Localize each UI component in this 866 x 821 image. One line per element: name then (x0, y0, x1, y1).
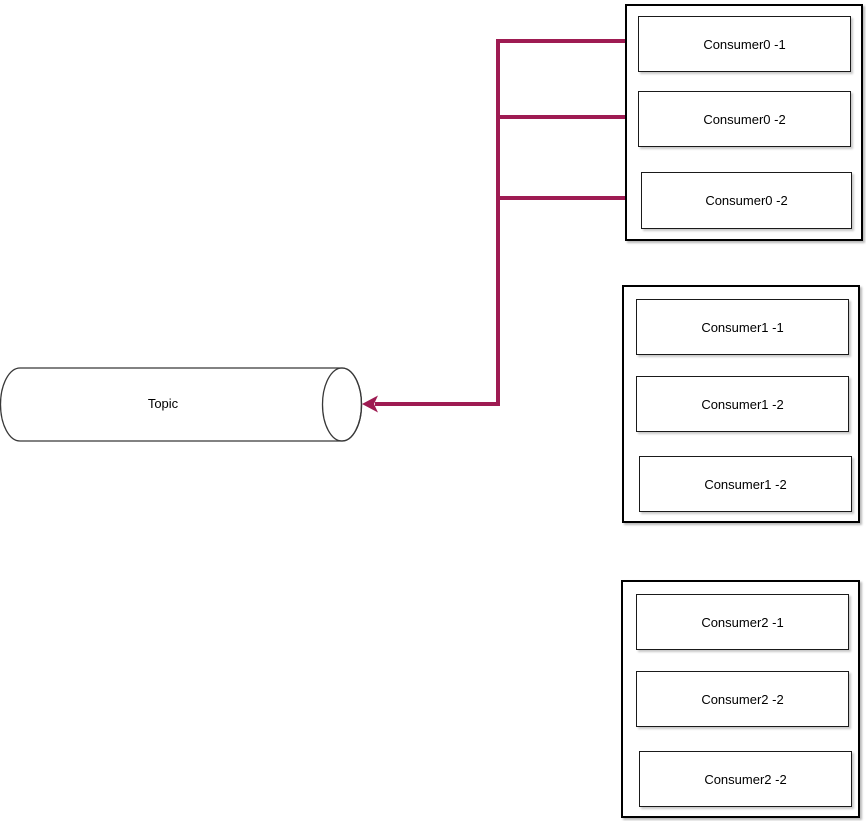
consumer-node: Consumer1 -1 (636, 299, 849, 355)
consumer-node: Consumer2 -2 (636, 671, 849, 727)
connector-main-line (375, 39, 637, 406)
consumer-node: Consumer2 -2 (639, 751, 852, 807)
connector-arrowhead (362, 395, 378, 413)
consumer-node: Consumer1 -2 (636, 376, 849, 432)
consumer-node: Consumer2 -1 (636, 594, 849, 650)
consumer-group-2: Consumer2 -1 Consumer2 -2 Consumer2 -2 (621, 580, 860, 818)
consumer-node-label: Consumer1 -2 (704, 476, 787, 492)
consumer-node-label: Consumer2 -2 (701, 691, 784, 707)
consumer-group-0: Consumer0 -1 Consumer0 -2 Consumer0 -2 (625, 4, 863, 241)
consumer-node: Consumer0 -1 (638, 16, 851, 72)
topic-label: Topic (147, 396, 179, 411)
consumer-node: Consumer0 -2 (638, 91, 851, 147)
consumer-node: Consumer0 -2 (641, 172, 852, 229)
topic-cylinder-cap (321, 367, 363, 442)
consumer-node-label: Consumer2 -1 (701, 614, 784, 630)
consumer-node-label: Consumer0 -2 (705, 193, 788, 208)
consumer-node: Consumer1 -2 (639, 456, 852, 512)
consumer-node-label: Consumer0 -1 (703, 36, 786, 52)
consumer-node-label: Consumer2 -2 (704, 771, 787, 787)
consumer-node-label: Consumer1 -1 (701, 319, 784, 335)
consumer-node-label: Consumer0 -2 (703, 111, 786, 127)
consumer-node-label: Consumer1 -2 (701, 396, 784, 412)
consumer-group-1: Consumer1 -1 Consumer1 -2 Consumer1 -2 (622, 285, 860, 523)
